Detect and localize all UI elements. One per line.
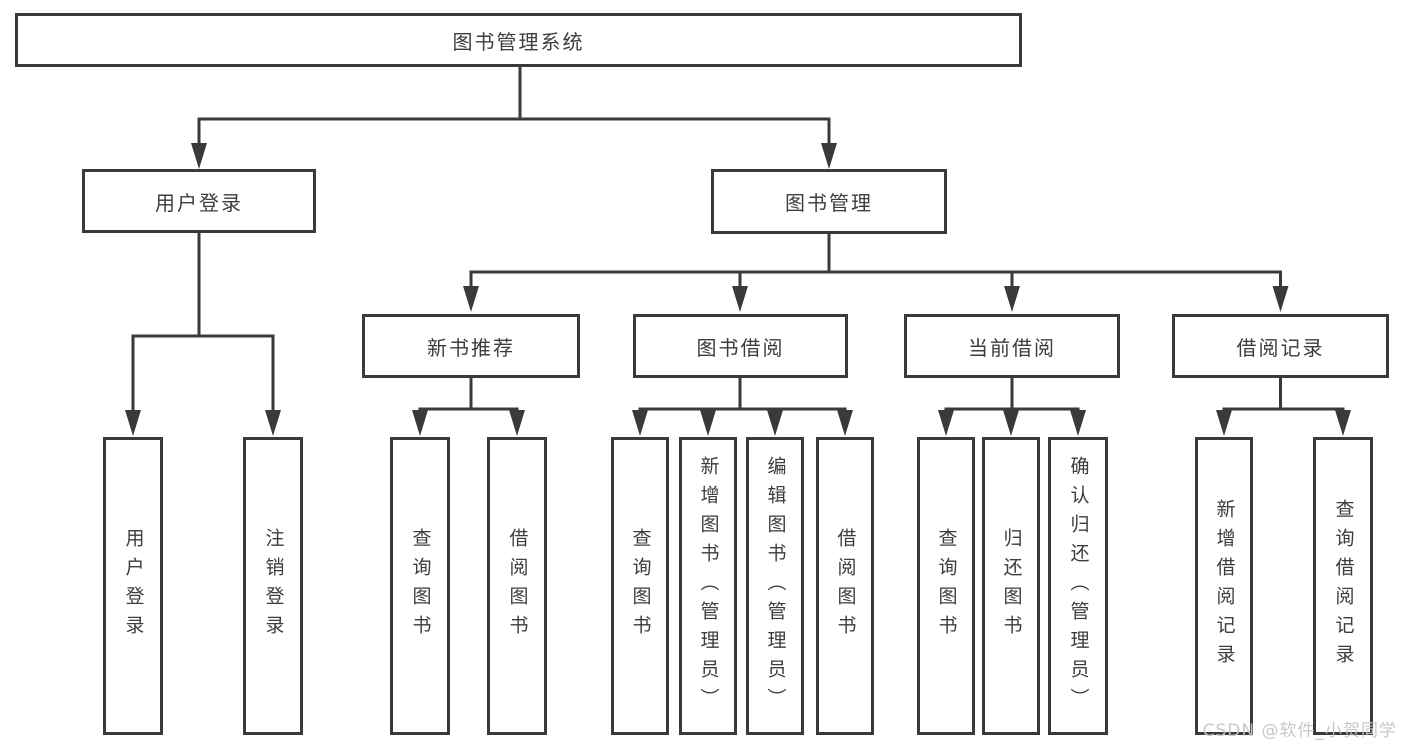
leaf-query-borrow-record: 查询借阅记录 (1313, 437, 1373, 735)
csdn-watermark: CSDN @软件_小贺同学 (1202, 721, 1397, 741)
leaf-label: 查询借阅记录 (1332, 499, 1355, 673)
leaf-label: 查询图书 (409, 528, 432, 644)
leaf-label: 确认归还（管理员） (1067, 455, 1090, 717)
node-current-borrowing: 当前借阅 (904, 314, 1120, 378)
leaf-borrow-books: 借阅图书 (816, 437, 874, 735)
leaf-label: 注销登录 (262, 528, 285, 644)
node-label: 图书管理 (785, 191, 873, 215)
leaf-return-books: 归还图书 (982, 437, 1040, 735)
node-label: 图书管理系统 (452, 29, 585, 54)
node-label: 新书推荐 (427, 335, 515, 360)
leaf-label: 借阅图书 (506, 528, 529, 644)
node-new-book-recommendation: 新书推荐 (362, 314, 580, 378)
leaf-label: 查询图书 (935, 528, 958, 644)
leaf-logout: 注销登录 (243, 437, 303, 735)
node-user-login: 用户登录 (82, 169, 316, 233)
node-borrowing-records: 借阅记录 (1172, 314, 1389, 378)
leaf-label: 用户登录 (122, 528, 145, 644)
leaf-label: 借阅图书 (834, 528, 857, 644)
node-library-system: 图书管理系统 (15, 13, 1022, 67)
leaf-user-login: 用户登录 (103, 437, 163, 735)
leaf-query-books: 查询图书 (390, 437, 450, 735)
leaf-query-books: 查询图书 (917, 437, 975, 735)
node-label: 当前借阅 (968, 335, 1056, 360)
node-label: 图书借阅 (696, 335, 785, 360)
leaf-borrow-books: 借阅图书 (487, 437, 547, 735)
leaf-label: 查询图书 (629, 528, 652, 644)
leaf-label: 编辑图书（管理员） (764, 455, 787, 717)
leaf-label: 归还图书 (1000, 528, 1023, 644)
leaf-label: 新增图书（管理员） (697, 455, 720, 717)
leaf-edit-books-admin: 编辑图书（管理员） (746, 437, 804, 735)
leaf-add-borrow-record: 新增借阅记录 (1195, 437, 1253, 735)
leaf-label: 新增借阅记录 (1213, 499, 1236, 673)
leaf-query-books: 查询图书 (611, 437, 669, 735)
node-book-management: 图书管理 (711, 169, 947, 234)
node-label: 借阅记录 (1236, 335, 1325, 360)
leaf-confirm-return-admin: 确认归还（管理员） (1048, 437, 1108, 735)
node-label: 用户登录 (155, 190, 243, 215)
leaf-add-books-admin: 新增图书（管理员） (679, 437, 737, 735)
node-book-borrowing: 图书借阅 (633, 314, 848, 378)
